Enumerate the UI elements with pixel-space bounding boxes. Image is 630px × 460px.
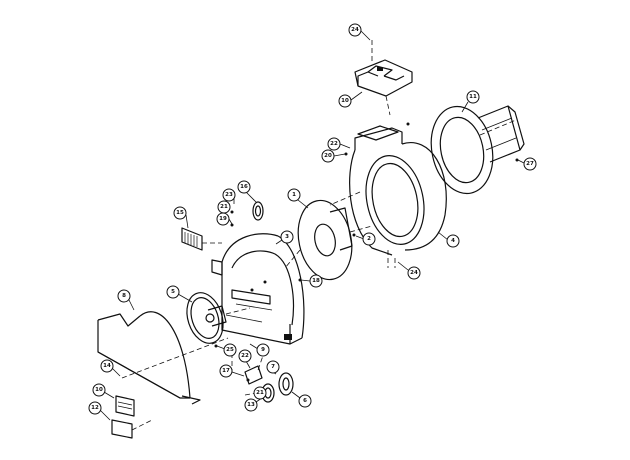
callout-19: 19	[216, 212, 233, 226]
callout-label: 17	[222, 368, 230, 374]
part-13-label-plate	[115, 395, 135, 417]
callout-label: 9	[261, 347, 265, 353]
callout-label: 23	[225, 192, 233, 198]
part-1-back-disc	[297, 199, 373, 281]
callout-18: 18	[300, 274, 323, 288]
callout-label: 11	[469, 94, 477, 100]
callout-label: 16	[240, 184, 248, 190]
callout-label: 3	[285, 234, 289, 240]
callout-3: 3	[275, 230, 294, 245]
callout-6: 6	[291, 391, 312, 408]
part-11-outlet-duct	[477, 105, 525, 163]
callout-2: 2	[355, 232, 376, 246]
part-15-grill	[181, 227, 222, 251]
callout-15: 15	[173, 206, 189, 229]
callout-label: 25	[226, 347, 234, 353]
callout-label: 22	[241, 353, 249, 359]
callout-label: 7	[271, 364, 275, 370]
callout-label: 27	[526, 161, 534, 167]
callout-label: 24	[351, 27, 359, 33]
callout-23: 23	[222, 188, 236, 204]
callout-label: 4	[451, 238, 455, 244]
callout-17: 17	[219, 364, 245, 378]
part-10-top-bracket	[354, 40, 413, 116]
callout-1: 1	[287, 188, 309, 209]
callout-21-bottom: 21	[253, 386, 267, 400]
part-5-motor	[186, 292, 251, 344]
callout-11: 11	[461, 90, 480, 113]
callout-label: 5	[171, 289, 175, 295]
callout-22-bottom: 22	[238, 349, 252, 369]
callout-label: 13	[247, 402, 255, 408]
callout-label: 20	[324, 153, 332, 159]
callout-label: 6	[303, 398, 307, 404]
callout-label: 19	[219, 216, 227, 222]
callout-label: 24	[410, 270, 418, 276]
callout-label: 14	[103, 363, 111, 369]
callout-10-bottom: 10	[92, 383, 115, 399]
callout-10-top: 10	[338, 91, 363, 108]
callout-27: 27	[517, 157, 537, 171]
callout-20-top: 20	[321, 149, 346, 163]
callout-16: 16	[237, 180, 257, 203]
callout-5: 5	[166, 285, 193, 303]
callout-4: 4	[437, 231, 460, 248]
callout-24-top: 24	[348, 23, 371, 41]
callout-25: 25	[216, 343, 237, 357]
part-3-motor-pedestal	[211, 233, 305, 345]
callout-9: 9	[249, 343, 270, 357]
callout-14: 14	[100, 359, 121, 377]
callout-label: 21	[256, 390, 264, 396]
callout-13: 13	[244, 397, 263, 412]
callout-label: 2	[367, 236, 371, 242]
callout-label: 12	[91, 405, 99, 411]
callout-label: 22	[330, 141, 338, 147]
part-8-guard-cover	[97, 311, 229, 405]
part-6-bearing-assembly	[244, 365, 294, 403]
callout-label: 10	[341, 98, 349, 104]
part-12-label-plate	[111, 419, 153, 439]
callout-21-mid: 21	[217, 200, 231, 214]
callout-24-bottom: 24	[397, 261, 421, 280]
callout-22-top: 22	[327, 137, 351, 151]
part-4-scroll-housing	[349, 105, 517, 268]
callout-7: 7	[266, 360, 280, 375]
callout-label: 21	[220, 204, 228, 210]
callout-8: 8	[117, 289, 135, 311]
part-16-bearing	[230, 201, 264, 227]
callout-label: 8	[122, 293, 126, 299]
assembly-lines	[214, 122, 519, 372]
callout-label: 1	[292, 192, 296, 198]
callout-label: 10	[95, 387, 103, 393]
callout-12: 12	[88, 401, 111, 421]
callout-label: 18	[312, 278, 320, 284]
callout-label: 15	[176, 210, 184, 216]
